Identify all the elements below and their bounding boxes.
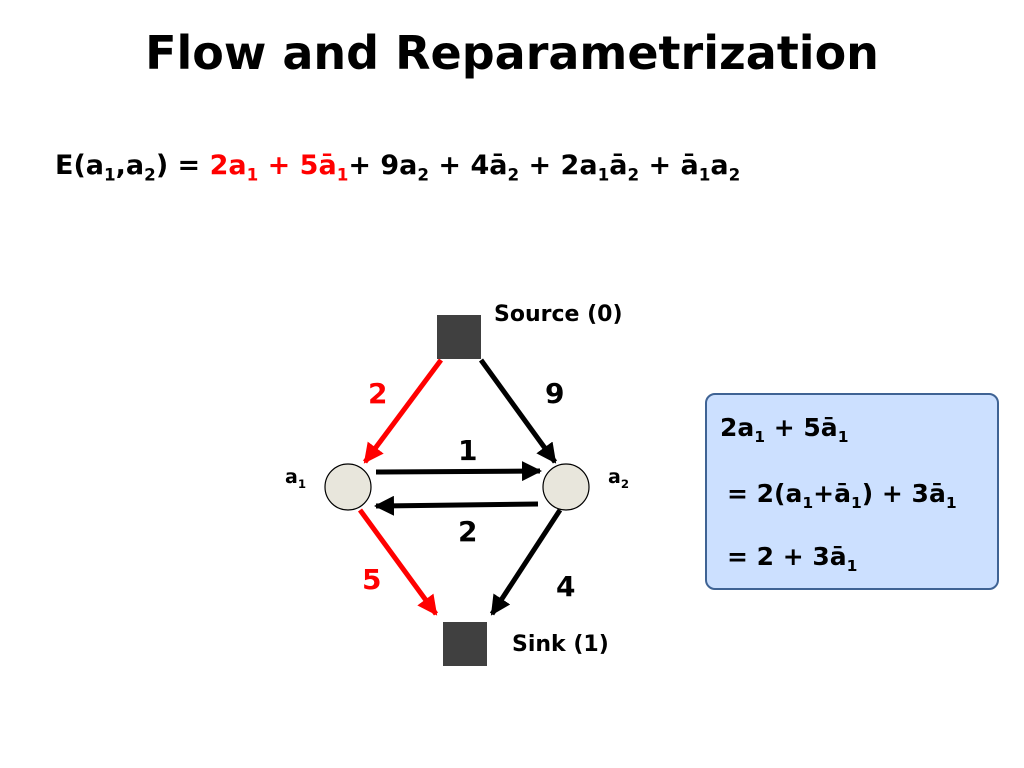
box-sub: 1 <box>850 494 862 512</box>
box-sub: 1 <box>945 494 957 512</box>
source-node <box>437 315 481 359</box>
node-a2 <box>542 463 590 511</box>
edge-a1-a2 <box>375 461 542 482</box>
capacity-source-a2: 9 <box>545 377 565 410</box>
capacity-a2-a1: 2 <box>458 515 478 548</box>
eq-term-highlight: 2a1 + 5ā1 <box>209 150 349 185</box>
node-a1 <box>324 463 372 511</box>
box-line-1: 2a1 + 5ā1 <box>720 413 848 446</box>
source-label: Source (0) <box>494 302 623 327</box>
edge-a2-sink <box>489 508 563 616</box>
eq-sub: 1 <box>104 164 116 185</box>
edge-source-a2 <box>478 358 558 464</box>
eq-sub: 2 <box>507 164 520 185</box>
eq-sub: 2 <box>144 164 156 185</box>
reparametrization-box: 2a1 + 5ā1 = 2(a1+ā1) + 3ā1 = 2 + 3ā1 <box>705 393 999 590</box>
eq-text: + ā <box>639 150 699 181</box>
eq-text: + 4ā <box>429 150 508 181</box>
box-sub: 1 <box>802 494 814 512</box>
slide-title: Flow and Reparametrization <box>145 26 879 80</box>
capacity-a2-sink: 4 <box>556 570 576 603</box>
box-text: 2a <box>720 413 755 442</box>
eq-sub: 1 <box>246 164 259 185</box>
eq-text: ,a <box>115 150 145 181</box>
box-text: +ā <box>813 479 851 508</box>
eq-sub: 1 <box>597 164 610 185</box>
edge-source-a1 <box>362 358 444 464</box>
eq-sub: 2 <box>627 164 640 185</box>
eq-text: + 2a <box>519 150 598 181</box>
node-a2-name: a <box>608 466 621 488</box>
capacity-a1-sink: 5 <box>362 563 382 596</box>
eq-text: a <box>710 150 729 181</box>
node-a1-name: a <box>285 466 298 488</box>
box-text: = 2 + 3ā <box>727 542 847 571</box>
eq-text: + 9a <box>348 150 418 181</box>
sink-label: Sink (1) <box>512 632 609 657</box>
edge-a1-sink <box>357 508 439 616</box>
capacity-source-a1: 2 <box>368 377 388 410</box>
eq-sub: 2 <box>417 164 430 185</box>
eq-lhs: E(a <box>55 150 105 181</box>
eq-sub: 2 <box>728 164 741 185</box>
box-line-3: = 2 + 3ā1 <box>727 542 857 575</box>
node-a1-sub: 1 <box>297 476 307 491</box>
edge-a2-a1 <box>374 495 539 516</box>
eq-sub: 1 <box>698 164 711 185</box>
box-line-2: = 2(a1+ā1) + 3ā1 <box>727 479 957 512</box>
sink-node <box>443 622 487 666</box>
box-sub: 1 <box>754 428 766 446</box>
eq-sub: 1 <box>336 164 349 185</box>
box-text: + 5ā <box>765 413 838 442</box>
box-sub: 1 <box>846 557 858 575</box>
node-a2-sub: 2 <box>620 476 630 491</box>
node-a1-label: a1 <box>285 466 306 491</box>
eq-text: ā <box>609 150 628 181</box>
eq-text: 2a <box>209 150 247 181</box>
box-text: = 2(a <box>727 479 803 508</box>
eq-text: + 5ā <box>258 150 337 181</box>
box-text: ) + 3ā <box>861 479 946 508</box>
box-sub: 1 <box>837 428 849 446</box>
node-a2-label: a2 <box>608 466 629 491</box>
capacity-a1-a2: 1 <box>458 434 478 467</box>
eq-text: ) = <box>155 150 210 181</box>
energy-equation: E(a1,a2) = 2a1 + 5ā1+ 9a2 + 4ā2 + 2a1ā2 … <box>55 150 740 184</box>
